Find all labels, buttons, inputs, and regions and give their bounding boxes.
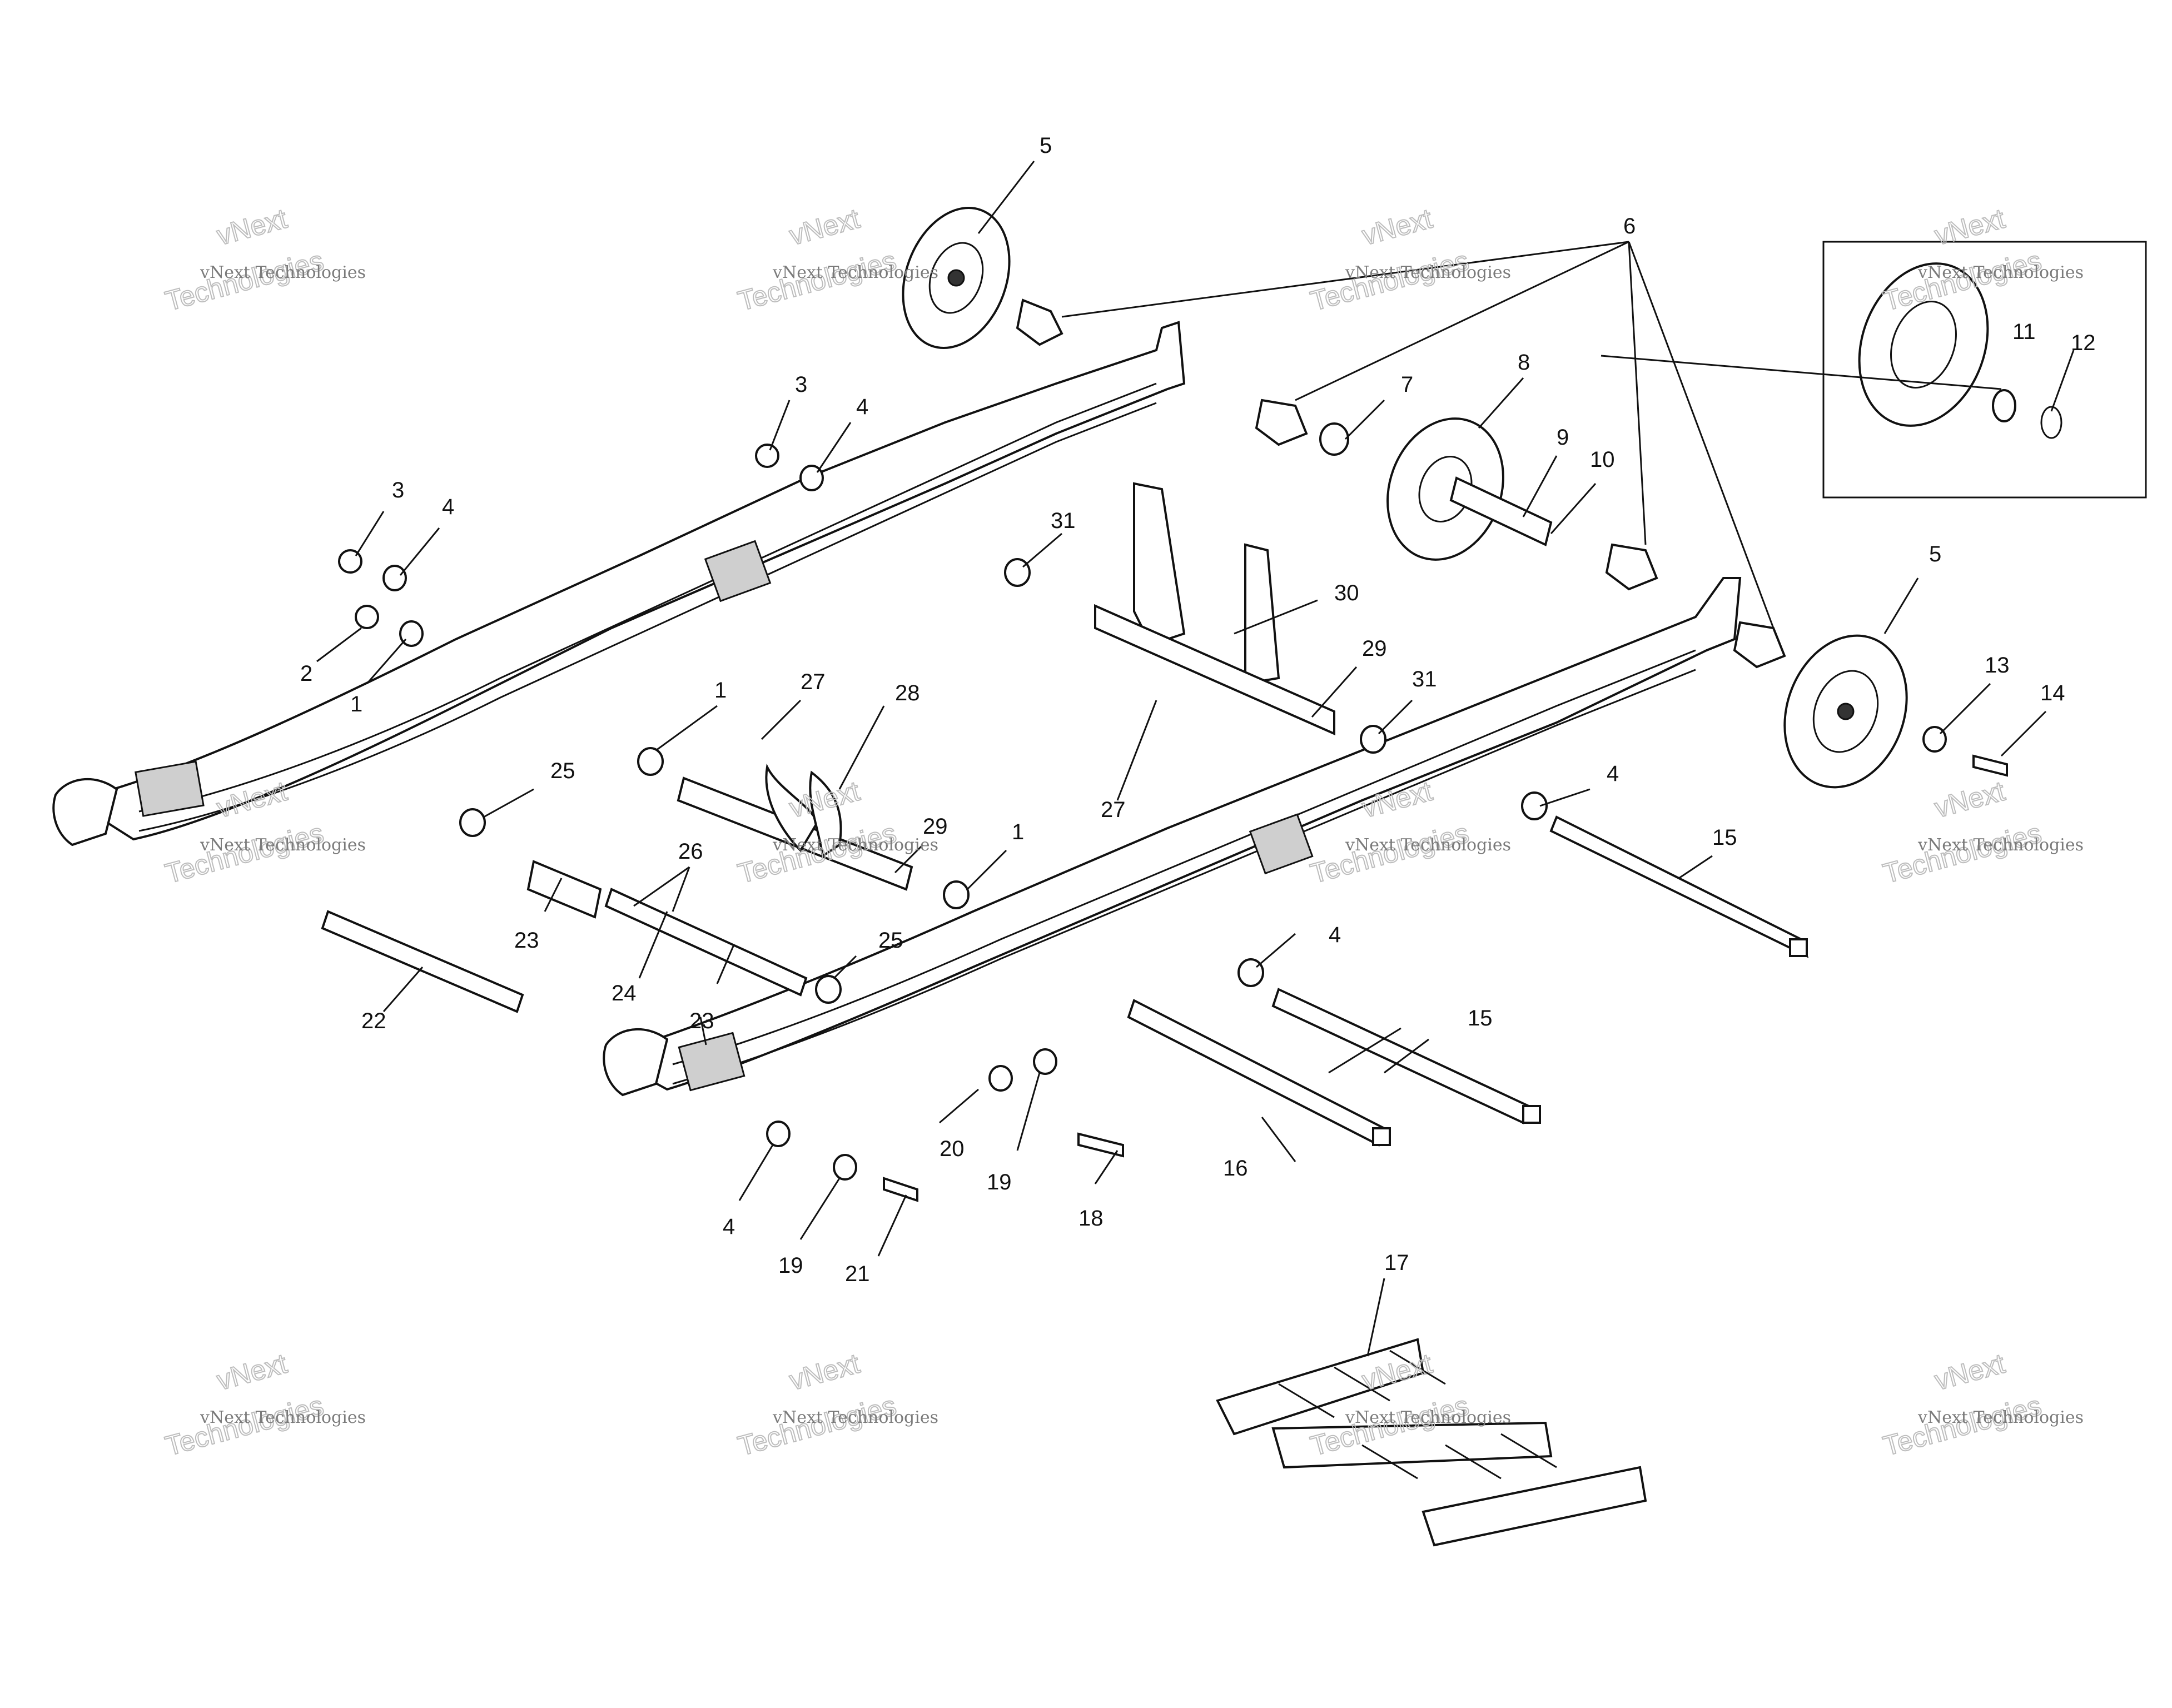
callout-27-lower: 27 bbox=[1101, 798, 1126, 822]
svg-text:vNext Technologies: vNext Technologies bbox=[200, 263, 366, 282]
svg-text:vNext: vNext bbox=[1931, 775, 2008, 824]
callout-4-lower: 4 bbox=[723, 1214, 735, 1239]
svg-text:vNext Technologies: vNext Technologies bbox=[1345, 835, 1511, 855]
callout-27-upper: 27 bbox=[801, 670, 826, 694]
shaft-parts bbox=[321, 763, 913, 1013]
idler-wheel-right bbox=[1783, 634, 1908, 789]
callout-4-middle: 4 bbox=[1329, 923, 1341, 947]
callout-1-left: 1 bbox=[350, 692, 362, 716]
svg-text:vNext Technologies: vNext Technologies bbox=[1345, 1408, 1511, 1427]
callout-24: 24 bbox=[612, 981, 637, 1005]
callout-17: 17 bbox=[1384, 1251, 1409, 1275]
watermark: vNext Technologies vNext Technologies bbox=[1306, 202, 1511, 317]
washers-and-nuts bbox=[338, 298, 2008, 1202]
right-slide-rail bbox=[603, 577, 1742, 1097]
callout-23-right: 23 bbox=[689, 1009, 714, 1033]
svg-text:vNext: vNext bbox=[1931, 203, 2008, 251]
callout-31-lower: 31 bbox=[1412, 667, 1437, 691]
watermark: vNext Technologies vNext Technologies bbox=[161, 1347, 366, 1462]
svg-text:vNext Technologies: vNext Technologies bbox=[772, 263, 938, 282]
track-section bbox=[1216, 1338, 1647, 1547]
svg-text:vNext Technologies: vNext Technologies bbox=[200, 1408, 366, 1427]
svg-text:vNext: vNext bbox=[1359, 203, 1435, 251]
callout-13: 13 bbox=[1985, 653, 2010, 678]
svg-text:vNext: vNext bbox=[786, 1348, 863, 1396]
callout-4-upper: 4 bbox=[856, 395, 868, 419]
bolt-15-upper bbox=[1549, 815, 1809, 958]
callout-29-upper: 29 bbox=[1362, 636, 1387, 661]
callout-22: 22 bbox=[361, 1009, 386, 1033]
svg-text:vNext Technologies: vNext Technologies bbox=[1917, 263, 2084, 282]
callout-11: 11 bbox=[2012, 320, 2036, 344]
callout-5-top: 5 bbox=[1040, 133, 1052, 158]
callout-3-upper: 3 bbox=[795, 372, 807, 397]
svg-text:vNext Technologies: vNext Technologies bbox=[200, 835, 366, 855]
watermark: vNext Technologies vNext Technologies bbox=[734, 1347, 938, 1462]
callout-1-right: 1 bbox=[1012, 820, 1024, 844]
watermark: vNext Technologies vNext Technologies bbox=[1879, 775, 2084, 890]
callout-16: 16 bbox=[1223, 1156, 1248, 1181]
callout-10: 10 bbox=[1590, 447, 1615, 472]
svg-text:vNext Technologies: vNext Technologies bbox=[1917, 1408, 2084, 1427]
callout-23-left: 23 bbox=[514, 928, 539, 953]
callout-14: 14 bbox=[2040, 681, 2065, 705]
watermark: vNext Technologies vNext Technologies bbox=[161, 202, 366, 317]
callout-3-left: 3 bbox=[392, 478, 404, 502]
callout-29-lower: 29 bbox=[923, 814, 948, 839]
callout-19-upper: 19 bbox=[987, 1170, 1012, 1194]
callout-5-right: 5 bbox=[1929, 542, 1941, 566]
svg-text:vNext Technologies: vNext Technologies bbox=[772, 1408, 938, 1427]
watermark: vNext Technologies vNext Technologies bbox=[1879, 1347, 2084, 1462]
callout-7: 7 bbox=[1401, 372, 1413, 397]
callout-30: 30 bbox=[1334, 581, 1359, 605]
callout-25-left: 25 bbox=[550, 759, 575, 783]
callout-15-upper: 15 bbox=[1712, 825, 1737, 850]
callout-19-lower: 19 bbox=[778, 1253, 803, 1278]
svg-text:vNext Technologies: vNext Technologies bbox=[1345, 263, 1511, 282]
svg-text:vNext Technologies: vNext Technologies bbox=[1917, 835, 2084, 855]
callout-18: 18 bbox=[1078, 1206, 1104, 1231]
svg-text:vNext: vNext bbox=[786, 203, 863, 251]
callout-28: 28 bbox=[895, 681, 920, 705]
idler-wheel-center bbox=[1386, 417, 1553, 561]
bolt-15-lower bbox=[1271, 988, 1541, 1124]
callout-2: 2 bbox=[300, 661, 312, 686]
svg-text:vNext Technologies: vNext Technologies bbox=[772, 835, 938, 855]
callout-20: 20 bbox=[940, 1137, 965, 1161]
callout-8: 8 bbox=[1518, 350, 1530, 375]
callout-21: 21 bbox=[845, 1262, 870, 1286]
left-slide-rail bbox=[52, 321, 1186, 846]
callout-31-upper: 31 bbox=[1051, 509, 1076, 533]
callout-26: 26 bbox=[678, 839, 703, 864]
callout-25-right: 25 bbox=[878, 928, 903, 953]
callout-9: 9 bbox=[1557, 425, 1569, 450]
callout-1-center: 1 bbox=[714, 678, 727, 703]
callouts: 5 6 3 4 3 4 2 1 7 8 9 10 11 12 5 13 14 3… bbox=[300, 133, 2096, 1286]
callout-12: 12 bbox=[2071, 331, 2096, 355]
callout-15-lower: 15 bbox=[1468, 1006, 1493, 1030]
callout-4-left: 4 bbox=[442, 495, 454, 519]
callout-4-right: 4 bbox=[1607, 761, 1619, 786]
svg-text:vNext: vNext bbox=[1931, 1348, 2008, 1396]
callout-6: 6 bbox=[1623, 214, 1636, 238]
rear-arm-bracket bbox=[1094, 482, 1335, 736]
idler-wheel-top-left bbox=[902, 207, 1011, 349]
leader-lines bbox=[316, 161, 2075, 1357]
svg-text:vNext: vNext bbox=[213, 1348, 290, 1396]
svg-text:vNext: vNext bbox=[213, 203, 290, 251]
bolt-16 bbox=[1127, 999, 1391, 1147]
